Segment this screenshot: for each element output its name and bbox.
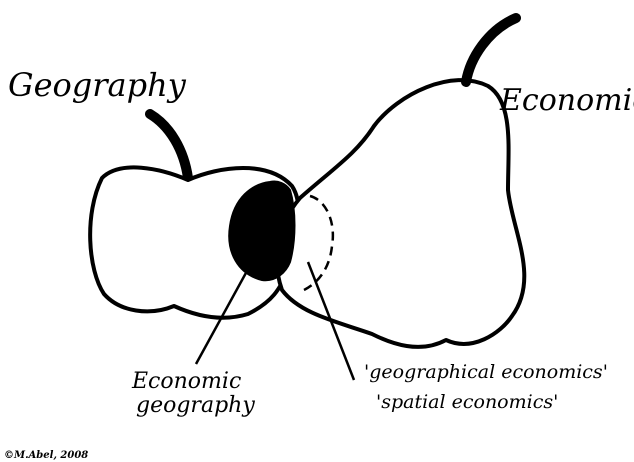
geographical-economics-region [303,194,335,292]
label-geographical-economics: 'geographical economics' [364,361,608,383]
leader-line-geographical-economics [306,261,356,381]
label-economics: Economics [499,83,634,118]
pear-outline [274,78,527,349]
label-economic-geography-line1: Economic [131,369,241,394]
label-economic-geography-line2: geography [136,393,255,418]
leader-line-economic-geography [194,239,266,365]
label-spatial-economics: 'spatial economics' [376,391,558,413]
apple-stem [145,109,193,183]
pear-stem [461,13,521,87]
credit-text: ©M.Abel, 2008 [4,450,88,461]
label-geography: Geography [8,66,187,104]
economic-geography-region [228,180,296,282]
